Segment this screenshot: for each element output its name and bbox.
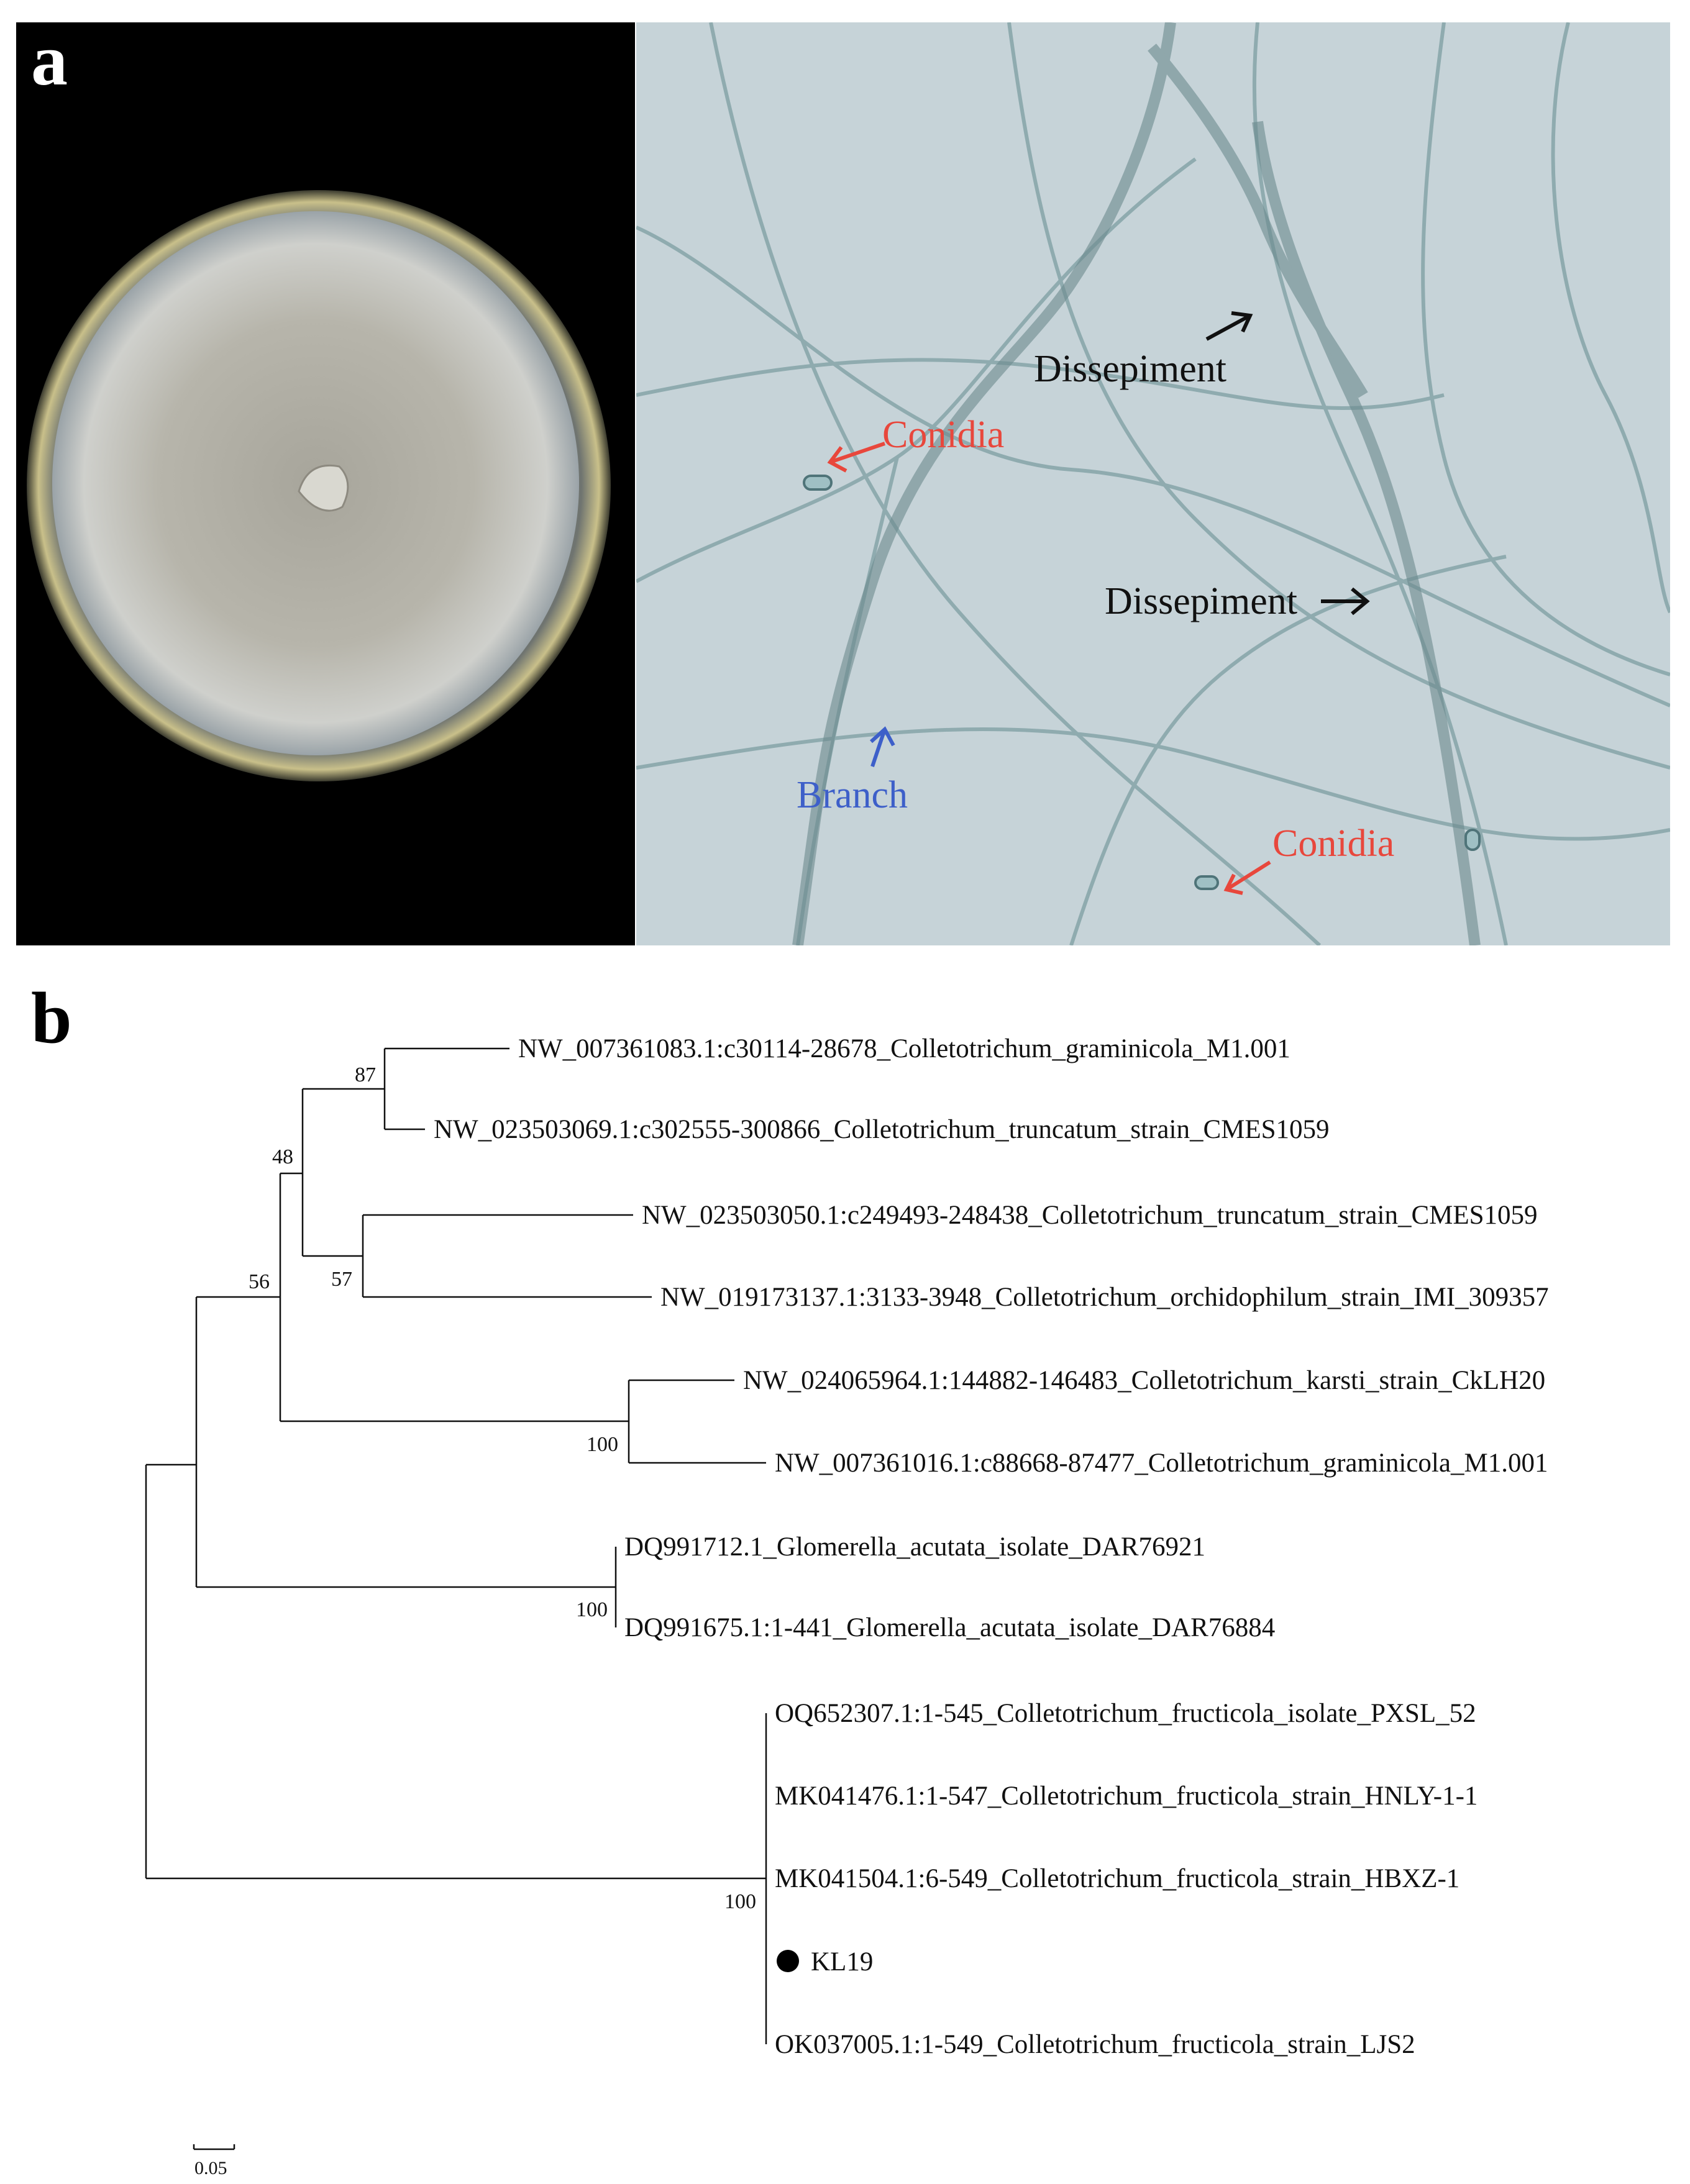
leaf-label: DQ991675.1:1-441_Glomerella_acutata_isol… xyxy=(624,1613,1275,1642)
bootstrap-label: 100 xyxy=(576,1598,608,1621)
main-hyphae xyxy=(792,22,1481,945)
bootstrap-label: 57 xyxy=(331,1268,352,1291)
tree-branches xyxy=(145,1047,767,2150)
arrow-conidia-upper-icon xyxy=(827,442,885,473)
label-conidia-lower: Conidia xyxy=(1272,822,1394,865)
bootstrap-label: 87 xyxy=(355,1063,376,1086)
label-conidia-upper: Conidia xyxy=(882,414,1004,456)
micrograph xyxy=(636,22,1670,945)
leaf-label: NW_019173137.1:3133-3948_Colletotrichum_… xyxy=(660,1283,1549,1312)
leaf-label: NW_023503069.1:c302555-300866_Colletotri… xyxy=(434,1115,1330,1144)
inoculation-plug xyxy=(298,464,349,512)
highlight-dot-icon xyxy=(777,1950,799,1972)
scale-bar-label: 0.05 xyxy=(194,2158,227,2178)
panel-a-letter: a xyxy=(31,19,68,101)
leaf-label: DQ991712.1_Glomerella_acutata_isolate_DA… xyxy=(624,1532,1205,1562)
label-dissepiment-upper: Dissepiment xyxy=(1034,348,1226,390)
leaf-label: OQ652307.1:1-545_Colletotrichum_fructico… xyxy=(775,1699,1476,1728)
petri-dish-illustration xyxy=(16,22,635,945)
petri-dish-photo xyxy=(16,22,635,945)
leaf-label: NW_023503050.1:c249493-248438_Colletotri… xyxy=(642,1201,1538,1230)
leaf-label: NW_007361083.1:c30114-28678_Colletotrich… xyxy=(518,1034,1290,1063)
bootstrap-label: 100 xyxy=(724,1890,756,1913)
arrow-conidia-lower-icon xyxy=(1223,860,1271,895)
leaf-label: MK041476.1:1-547_Colletotrichum_fructico… xyxy=(775,1781,1478,1811)
bootstrap-values: 87 48 57 56 100 100 100 xyxy=(249,1063,756,1913)
leaf-label: MK041504.1:6-549_Colletotrichum_fructico… xyxy=(775,1864,1459,1893)
leaf-label: OK037005.1:1-549_Colletotrichum_fructico… xyxy=(775,2030,1415,2059)
label-dissepiment-lower: Dissepiment xyxy=(1105,580,1297,622)
leaf-labels: NW_007361083.1:c30114-28678_Colletotrich… xyxy=(434,1034,1549,2059)
leaf-label: NW_024065964.1:144882-146483_Colletotric… xyxy=(743,1366,1545,1395)
micrograph-annotations: Dissepiment Dissepiment Conidia Conidia … xyxy=(797,311,1394,895)
phylogenetic-tree-panel: NW_007361083.1:c30114-28678_Colletotrich… xyxy=(0,957,1690,2184)
leaf-label-highlighted: KL19 xyxy=(811,1947,873,1977)
arrow-branch-icon xyxy=(869,726,895,767)
leaf-label: NW_007361016.1:c88668-87477_Colletotrich… xyxy=(775,1449,1548,1478)
bootstrap-label: 56 xyxy=(249,1270,270,1293)
hyphae-micrograph xyxy=(636,22,1670,945)
panel-b-letter: b xyxy=(31,977,72,1058)
conidia-cells xyxy=(803,475,1481,890)
arrow-dissepiment-upper-icon xyxy=(1205,311,1253,341)
bootstrap-label: 100 xyxy=(587,1433,618,1456)
phylogenetic-tree: NW_007361083.1:c30114-28678_Colletotrich… xyxy=(145,1034,1549,2178)
label-branch: Branch xyxy=(797,774,908,816)
bootstrap-label: 48 xyxy=(272,1145,293,1168)
arrow-dissepiment-lower-icon xyxy=(1321,587,1370,616)
